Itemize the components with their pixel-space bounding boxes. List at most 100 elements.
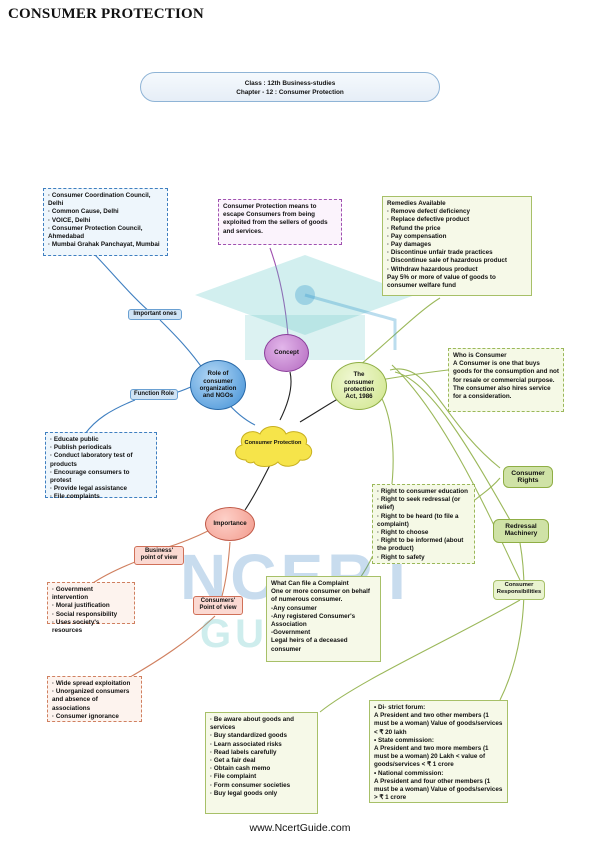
responsibility-item: Buy legal goods only: [210, 790, 313, 798]
complaint-line: -Any registered Consumer's Association: [271, 612, 356, 629]
right-item: Right to be informed (about the product): [377, 537, 470, 553]
organizations-list: Consumer Coordination Council, DelhiComm…: [43, 188, 168, 256]
consumer-point-item: Unorganized consumers and absence of ass…: [52, 688, 137, 713]
functions-list: Educate publicPublish periodicalsConduct…: [45, 432, 157, 501]
redressal-level-text: A President and two more members (1 must…: [374, 745, 489, 769]
remedy-item: Refund the price: [387, 225, 527, 233]
who-is-consumer-box: Who is Consumer A Consumer is one that b…: [448, 348, 564, 412]
responsibility-item: Read labels carefully: [210, 749, 313, 757]
responsibility-item: File complaint: [210, 773, 313, 781]
function-item: Conduct laboratory test of products: [50, 452, 152, 468]
cloud-shape-icon: [235, 426, 313, 467]
redressal-level-text: A President and four other members (1 mu…: [374, 777, 503, 802]
link-rights-list: [474, 477, 501, 501]
node-concept: Concept: [264, 334, 309, 372]
right-item: Right to seek redressal (or relief): [377, 496, 470, 512]
complaint-box: What Can file a Complaint One or more co…: [266, 576, 381, 662]
remedy-item: Discontinue unfair trade practices: [387, 249, 527, 257]
complaint-line: -Any consumer: [271, 604, 317, 612]
link-act-remedies: [359, 297, 441, 366]
link-importance-consumer: [221, 541, 231, 597]
remedies-box: Remedies Available Remove defect/ defici…: [382, 196, 532, 296]
complaint-line: -Government: [271, 629, 311, 637]
complaint-line: Legal heirs of a deceased consumer: [271, 637, 348, 653]
business-points-list: Government interventionMoral justificati…: [47, 582, 135, 634]
link-act-who: [379, 369, 449, 381]
organization-item: VOICE, Delhi: [48, 217, 163, 225]
complaint-line: One or more consumer on behalf of numero…: [271, 588, 371, 604]
rights-list: Right to consumer educationRight to seek…: [372, 484, 475, 564]
responsibility-item: Buy standardized goods: [210, 732, 313, 740]
link-redressal-details: [499, 542, 525, 701]
organization-item: Consumer Protection Council, Ahmedabad: [48, 225, 163, 241]
business-point-item: Moral justification: [52, 602, 130, 610]
redressal-level-title: • Di- strict forum:: [374, 704, 426, 711]
business-point-item: Government intervention: [52, 586, 130, 602]
tag-business-pov: Business' point of view: [134, 546, 184, 565]
node-consumer-rights: Consumer Rights: [503, 466, 553, 488]
function-item: File complaints: [50, 493, 152, 501]
header-class: Class : 12th Business-studies: [244, 80, 336, 87]
link-center-concept: [279, 371, 292, 421]
responsibility-list: Be aware about goods and servicesBuy sta…: [205, 712, 318, 814]
function-item: Publish periodicals: [50, 444, 152, 452]
center-cloud: Consumer Protection: [228, 420, 318, 470]
link-respons-list: [319, 599, 521, 713]
node-redressal-machinery: Redressal Machinery: [493, 519, 549, 543]
right-item: Right to consumer education: [377, 488, 470, 496]
remedy-item: Withdraw hazardous product: [387, 266, 527, 274]
node-importance: Importance: [205, 507, 255, 541]
tag-important-ones: Important ones: [128, 309, 182, 321]
responsibility-item: Form consumer societies: [210, 782, 313, 790]
tag-consumers-pov: Consumers' Point of view: [193, 596, 243, 615]
right-item: Right to be heard (to file a complaint): [377, 513, 470, 529]
consumer-point-item: Wide spread exploitation: [52, 680, 137, 688]
remedy-item: Pay compensation: [387, 233, 527, 241]
link-consumer-list: [124, 615, 216, 681]
page-title: CONSUMER PROTECTION: [8, 6, 204, 22]
responsibility-item: Learn associated risks: [210, 741, 313, 749]
who-is-consumer-heading: Who is Consumer: [453, 352, 507, 359]
link-important-orgs: [94, 254, 151, 313]
right-item: Right to choose: [377, 529, 470, 537]
business-point-item: Uses society's resources: [52, 619, 130, 635]
organization-item: Mumbai Grahak Panchayat, Mumbai: [48, 241, 163, 249]
redressal-level-title: • National commission:: [374, 769, 444, 777]
who-is-consumer-text: A Consumer is one that buys goods for th…: [453, 360, 559, 401]
remedies-heading: Remedies Available: [387, 200, 446, 207]
function-item: Educate public: [50, 436, 152, 444]
redressal-details-box: • Di- strict forum:A President and two o…: [369, 700, 508, 803]
organization-item: Common Cause, Delhi: [48, 208, 163, 216]
node-consumer-responsibilities: Consumer Responsibilities: [493, 580, 545, 600]
footer-website: www.NcertGuide.com: [249, 822, 351, 834]
tag-function-role: Function Role: [130, 389, 178, 401]
chapter-header: Class : 12th Business-studies Chapter - …: [140, 72, 440, 102]
concept-definition: Consumer Protection means to escape Cons…: [218, 199, 342, 245]
remedy-item: Replace defective product: [387, 216, 527, 224]
function-item: Provide legal assistance: [50, 485, 152, 493]
remedy-item: Remove defect/ deficiency: [387, 208, 527, 216]
link-function-list: [84, 399, 136, 435]
header-chapter: Chapter - 12 : Consumer Protection: [236, 89, 344, 96]
consumer-point-item: Consumer ignorance: [52, 713, 137, 721]
responsibility-item: Obtain cash memo: [210, 765, 313, 773]
business-point-item: Social responsibility: [52, 611, 130, 619]
organization-item: Consumer Coordination Council, Delhi: [48, 192, 163, 208]
link-act-redressal: [394, 371, 511, 521]
link-concept-text: [269, 247, 289, 336]
redressal-level-title: • State commission:: [374, 736, 434, 744]
remedy-item: Discontinue sale of hazardous product: [387, 257, 527, 265]
complaint-heading: What Can file a Complaint: [271, 580, 349, 587]
link-act-rights: [389, 368, 501, 469]
center-label: Consumer Protection: [244, 440, 302, 446]
remedy-item: Pay damages: [387, 241, 527, 249]
consumer-points-list: Wide spread exploitationUnorganized cons…: [47, 676, 142, 722]
responsibility-item: Be aware about goods and services: [210, 716, 313, 732]
redressal-level-text: A President and two other members (1 mus…: [374, 712, 503, 736]
function-item: Encourage consumers to protest: [50, 469, 152, 485]
right-item: Right to safety: [377, 554, 470, 562]
node-role: Role of consumer organization and NGOs: [190, 360, 246, 410]
node-act: The consumer protection Act, 1986: [331, 362, 387, 410]
link-act-respons: [391, 364, 521, 581]
